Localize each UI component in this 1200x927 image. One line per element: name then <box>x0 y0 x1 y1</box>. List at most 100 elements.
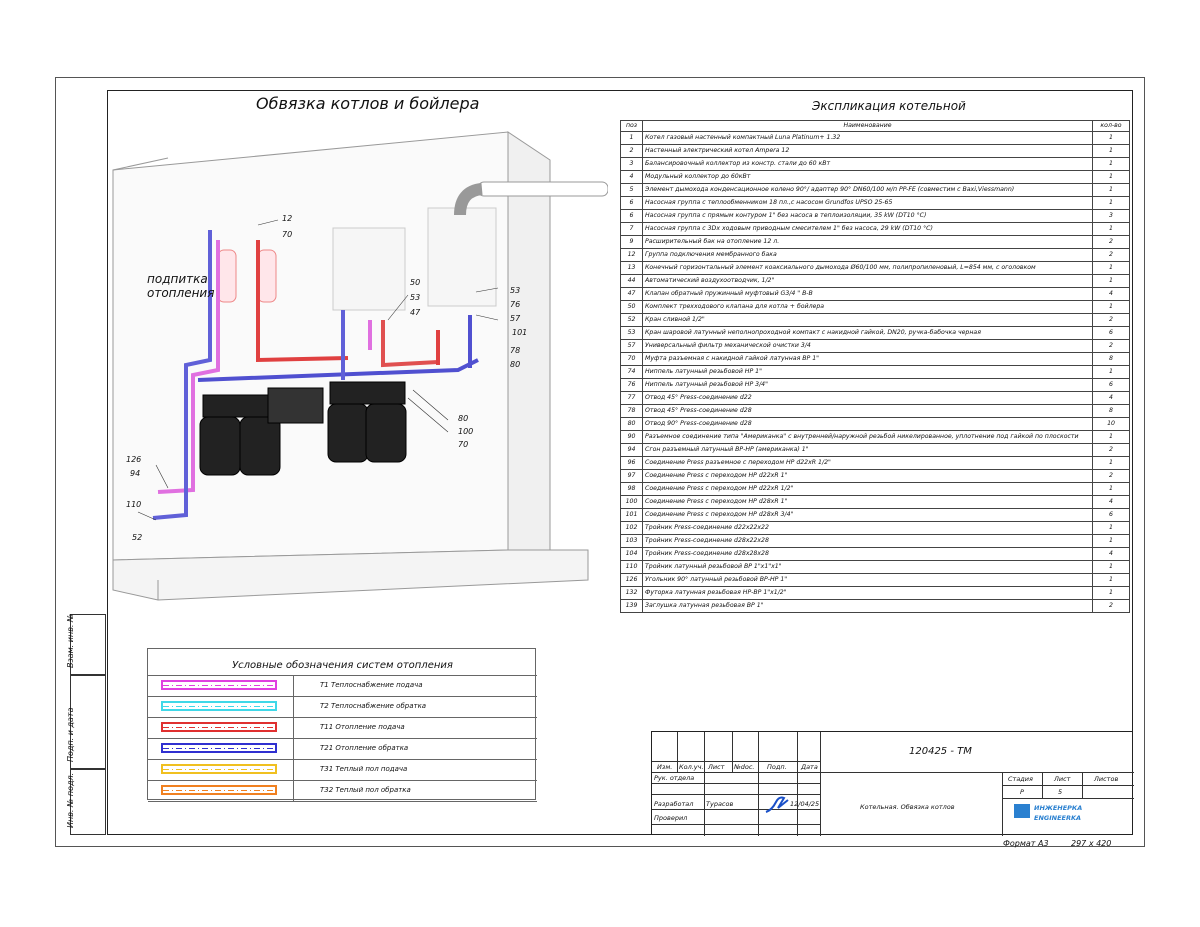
explication-cell-qty: 1 <box>1092 456 1130 470</box>
explication-cell-pos: 13 <box>620 261 643 275</box>
explication-cell-qty: 4 <box>1092 547 1130 561</box>
explication-cell-qty: 2 <box>1092 235 1130 249</box>
row-proveril: Проверил <box>654 814 688 822</box>
col-date: Дата <box>801 763 818 771</box>
explication-cell-name: Комплект трехходового клапана для котла … <box>642 300 1093 314</box>
explication-cell-qty: 1 <box>1092 261 1130 275</box>
header-pos: поз <box>620 120 643 132</box>
legend-label: Т21 Отопление обратка <box>320 744 409 752</box>
legend-row: Т11 Отопление подача <box>148 718 537 739</box>
stadia-label: Стадия <box>1008 775 1033 783</box>
stadia-value: Р <box>1020 788 1024 796</box>
explication-cell-qty: 1 <box>1092 274 1130 288</box>
explication-cell-name: Ниппель латунный резьбовой НР 1" <box>642 365 1093 379</box>
col-izm: Изм. <box>657 763 673 771</box>
explication-cell-pos: 1 <box>620 131 643 145</box>
explication-cell-name: Соединение Press с переходом НР d22xR 1" <box>642 469 1093 483</box>
logo-line2: ENGINEERKA <box>1034 814 1082 822</box>
header-name: Наименование <box>642 120 1093 132</box>
explication-cell-pos: 74 <box>620 365 643 379</box>
company-logo <box>1014 804 1030 818</box>
explication-cell-qty: 1 <box>1092 300 1130 314</box>
explication-title: Экспликация котельной <box>812 99 966 113</box>
explication-cell-name: Котел газовый настенный компактный Luna … <box>642 131 1093 145</box>
explication-cell-pos: 132 <box>620 586 643 600</box>
explication-cell-name: Кран шаровой латунный неполнопроходной к… <box>642 326 1093 340</box>
explication-cell-qty: 1 <box>1092 430 1130 444</box>
list-value: 5 <box>1058 788 1063 796</box>
razrab-date: 12/04/25 <box>790 800 820 808</box>
legend-swatch <box>161 785 277 795</box>
explication-cell-qty: 1 <box>1092 482 1130 496</box>
explication-cell-pos: 103 <box>620 534 643 548</box>
explication-cell-name: Угольник 90° латунный резьбовой ВР-НР 1" <box>642 573 1093 587</box>
sheet-outer-border <box>55 77 1145 847</box>
explication-cell-name: Тройник Press-соединение d28x22x28 <box>642 534 1093 548</box>
explication-cell-qty: 4 <box>1092 287 1130 301</box>
explication-cell-qty: 6 <box>1092 508 1130 522</box>
explication-cell-qty: 2 <box>1092 469 1130 483</box>
explication-cell-pos: 7 <box>620 222 643 236</box>
explication-cell-name: Соединение Press разъемное с переходом Н… <box>642 456 1093 470</box>
legend-label: Т31 Теплый пол подача <box>320 765 408 773</box>
callout-12: 12 <box>282 214 293 223</box>
explication-cell-name: Соединение Press с переходом НР d22xR 1/… <box>642 482 1093 496</box>
side-cell-podp: Подп. и дата <box>66 675 106 769</box>
legend-row: Т2 Теплоснабжение обратка <box>148 697 537 718</box>
callout-53: 53 <box>410 293 421 302</box>
explication-cell-pos: 4 <box>620 170 643 184</box>
signature <box>765 796 789 813</box>
explication-cell-pos: 2 <box>620 144 643 158</box>
legend-divider <box>293 781 294 801</box>
legend-row: Т1 Теплоснабжение подача <box>148 676 537 697</box>
legend-swatch <box>161 743 277 753</box>
explication-cell-pos: 44 <box>620 274 643 288</box>
callout-70b: 70 <box>458 440 469 449</box>
explication-cell-qty: 8 <box>1092 352 1130 366</box>
explication-cell-name: Отвод 45° Press-соединение d22 <box>642 391 1093 405</box>
explication-cell-name: Футорка латунная резьбовая НР-ВР 1"x1/2" <box>642 586 1093 600</box>
explication-cell-qty: 2 <box>1092 248 1130 262</box>
legend-swatch <box>161 701 277 711</box>
explication-cell-pos: 6 <box>620 196 643 210</box>
callout-70: 70 <box>282 230 293 239</box>
explication-cell-pos: 97 <box>620 469 643 483</box>
explication-cell-pos: 53 <box>620 326 643 340</box>
explication-cell-qty: 1 <box>1092 560 1130 574</box>
explication-cell-qty: 1 <box>1092 573 1130 587</box>
explication-cell-name: Кран сливной 1/2" <box>642 313 1093 327</box>
drawing-title: Обвязка котлов и бойлера <box>256 94 480 113</box>
explication-cell-name: Тройник Press-соединение d28x28x28 <box>642 547 1093 561</box>
explication-cell-name: Насосная группа с прямым контуром 1" без… <box>642 209 1093 223</box>
explication-cell-pos: 5 <box>620 183 643 197</box>
legend-row: Т32 Теплый пол обратка <box>148 781 537 802</box>
callout-126: 126 <box>126 455 142 464</box>
explication-cell-qty: 1 <box>1092 534 1130 548</box>
explication-cell-name: Группа подключения мембранного бака <box>642 248 1093 262</box>
row-ruk: Рук. отдела <box>654 774 695 782</box>
explication-cell-name: Ниппель латунный резьбовой НР 3/4" <box>642 378 1093 392</box>
callout-80: 80 <box>510 360 521 369</box>
callout-47: 47 <box>410 308 421 317</box>
explication-cell-name: Настенный электрический котел Ampera 12 <box>642 144 1093 158</box>
legend-divider <box>293 676 294 696</box>
explication-cell-name: Модульный коллектор до 60кВт <box>642 170 1093 184</box>
explication-cell-pos: 100 <box>620 495 643 509</box>
explication-cell-qty: 1 <box>1092 131 1130 145</box>
callout-50: 50 <box>410 278 421 287</box>
